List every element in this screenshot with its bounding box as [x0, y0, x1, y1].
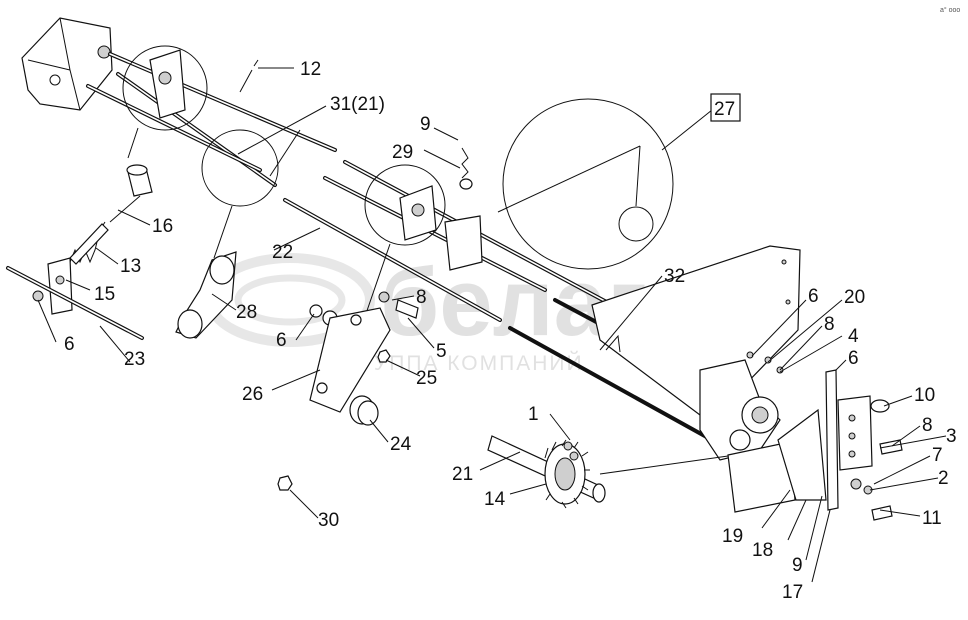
- detail-circle-28: [201, 129, 279, 207]
- rod-23: [6, 266, 144, 340]
- callout-box-27: [710, 93, 741, 122]
- callout-20: 20: [844, 287, 865, 308]
- callout-9-top: 9: [420, 114, 431, 135]
- roller-16: [109, 164, 153, 223]
- lever-15: [47, 257, 73, 315]
- callout-24: 24: [390, 434, 412, 455]
- callout-13: 13: [120, 256, 141, 277]
- callout-11: 11: [922, 508, 942, 529]
- detail-27-rod: [635, 145, 641, 207]
- leader-lines: [37, 67, 947, 583]
- callout-18: 18: [752, 540, 773, 561]
- nut-25: [377, 349, 391, 363]
- left-gearbox-housing: [21, 17, 113, 111]
- callout-31-21: 31(21): [330, 94, 385, 115]
- corner-mark: a° ooo: [940, 6, 960, 14]
- lower-rod: [86, 84, 732, 452]
- pin-12: [239, 59, 259, 93]
- callout-1: 1: [528, 404, 539, 425]
- washer-6: [309, 304, 323, 318]
- callout-14: 14: [484, 489, 506, 510]
- callout-7: 7: [932, 445, 943, 466]
- shaft-bracket-right: [444, 215, 483, 271]
- callout-5: 5: [436, 341, 447, 362]
- bushing-24: [349, 395, 379, 426]
- bracket-32: [605, 334, 621, 353]
- detail-27-link: [497, 145, 641, 213]
- callout-8-far: 8: [922, 415, 933, 436]
- bolt-6-left: [32, 290, 44, 302]
- detail-circle-middle: [364, 164, 446, 246]
- spring-13: [69, 221, 109, 265]
- callout-4: 4: [848, 326, 859, 347]
- callout-8-right: 8: [824, 314, 835, 335]
- bushing-29: [459, 178, 473, 190]
- detail-circle-31: [122, 45, 208, 131]
- callout-12: 12: [300, 59, 321, 80]
- callout-30: 30: [318, 510, 339, 531]
- detail-27-disc: [618, 206, 654, 242]
- gear-14: [544, 439, 590, 509]
- shaft-bracket-left: [149, 49, 186, 119]
- callout-10: 10: [914, 385, 935, 406]
- detail-circle-27: [502, 98, 674, 270]
- callout-6-mid: 6: [276, 330, 287, 351]
- callout-32: 32: [664, 266, 685, 287]
- callout-6-far: 6: [848, 348, 859, 369]
- callout-23: 23: [124, 349, 145, 370]
- callout-8-mid: 8: [416, 287, 427, 308]
- callout-29: 29: [392, 142, 413, 163]
- callout-28: 28: [236, 302, 257, 323]
- callout-26: 26: [242, 384, 263, 405]
- callout-6-left: 6: [64, 334, 75, 355]
- callout-19: 19: [722, 526, 743, 547]
- spring-9: [461, 147, 469, 179]
- detail-27-leader: [661, 109, 713, 151]
- callout-6-right: 6: [808, 286, 819, 307]
- bolt-8-5: [378, 291, 419, 319]
- nut-30: [277, 475, 293, 491]
- arm-28: [175, 251, 237, 339]
- callout-2: 2: [938, 468, 949, 489]
- callout-27: 27: [714, 99, 735, 120]
- callout-3: 3: [946, 426, 957, 447]
- drive-assembly: [699, 351, 903, 521]
- callout-9-bottom: 9: [792, 555, 803, 576]
- callout-15: 15: [94, 284, 115, 305]
- callout-21: 21: [452, 464, 473, 485]
- callout-16: 16: [152, 216, 173, 237]
- callout-17: 17: [782, 582, 803, 603]
- callout-25: 25: [416, 368, 437, 389]
- callout-labels: 12 31(21) 9 29 27 16 13 15 6 23 22 28 6 …: [64, 59, 957, 603]
- callout-22: 22: [272, 242, 293, 263]
- plate-26: [309, 307, 391, 413]
